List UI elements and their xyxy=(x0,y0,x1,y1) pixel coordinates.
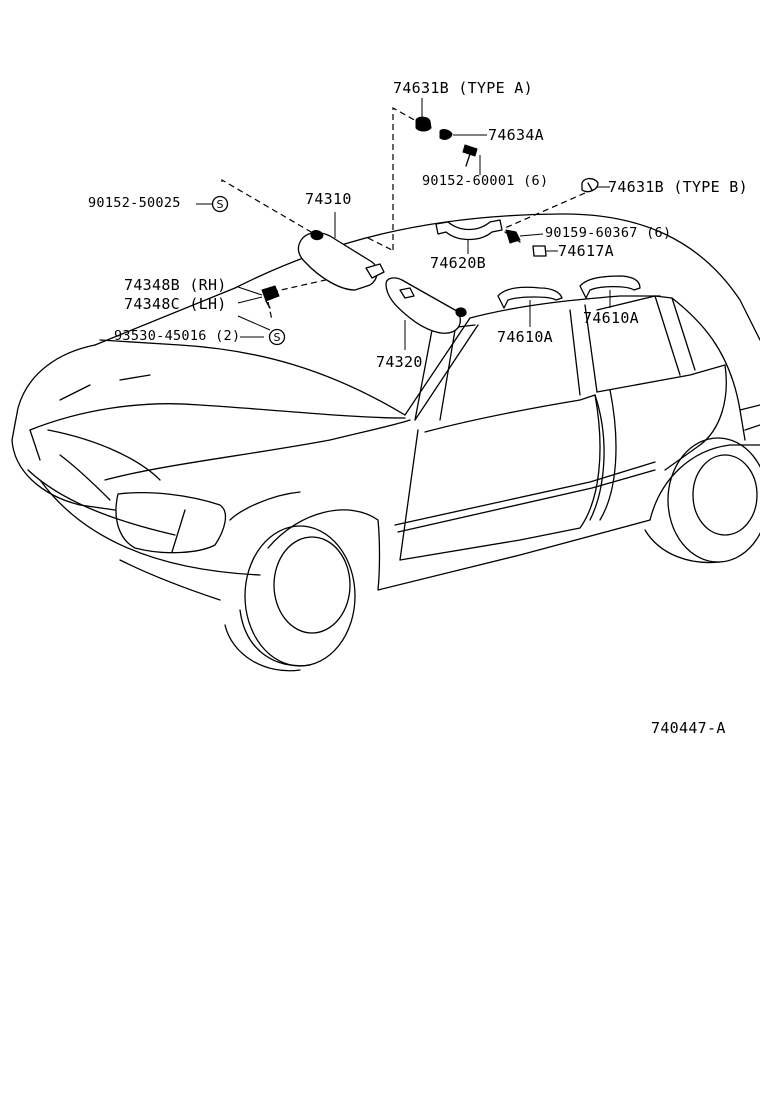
callout-90159-60367: 90159-60367 (6) xyxy=(545,225,672,241)
callout-90152-60001: 90152-60001 (6) xyxy=(422,173,549,189)
assist-grip-74610a-2 xyxy=(579,275,641,299)
assist-grip-74620b xyxy=(435,219,503,241)
callout-74620b: 74620B xyxy=(430,254,486,272)
callout-74631b-type-a: 74631B (TYPE A) xyxy=(393,79,533,97)
car-body xyxy=(11,213,760,672)
callout-74631b-type-b: 74631B (TYPE B) xyxy=(608,178,748,196)
callout-74610a-2: 74610A xyxy=(583,309,639,327)
standard-part-symbol-1: S xyxy=(211,195,229,213)
callout-74348b-rh: 74348B (RH) xyxy=(124,276,227,294)
callout-74348c-lh: 74348C (LH) xyxy=(124,295,227,313)
clip-type-a xyxy=(415,116,432,132)
callout-74617a: 74617A xyxy=(558,242,614,260)
sun-visor-74310 xyxy=(297,230,385,291)
callout-74610a-1: 74610A xyxy=(497,328,553,346)
callout-74310: 74310 xyxy=(305,190,352,208)
cover-74617a xyxy=(532,245,547,257)
clip-type-b xyxy=(581,177,599,193)
parts: S S xyxy=(211,116,641,346)
screw-90152-60001 xyxy=(462,144,478,167)
callout-93530-45016: 93530-45016 (2) xyxy=(114,328,241,344)
callout-74320: 74320 xyxy=(376,353,423,371)
visor-holder-74348 xyxy=(261,285,280,309)
assist-grip-74610a-1 xyxy=(497,286,563,309)
callout-90152-50025: 90152-50025 xyxy=(88,195,181,211)
cap-74634a xyxy=(439,129,453,140)
callout-74634a: 74634A xyxy=(488,126,544,144)
s-symbol-text: S xyxy=(274,331,281,344)
diagram-code: 740447-A xyxy=(651,719,726,737)
screw-90159-60367 xyxy=(504,229,521,244)
s-symbol-text: S xyxy=(217,198,224,211)
sun-visor-74320 xyxy=(385,277,467,334)
standard-part-symbol-2: S xyxy=(268,328,286,346)
